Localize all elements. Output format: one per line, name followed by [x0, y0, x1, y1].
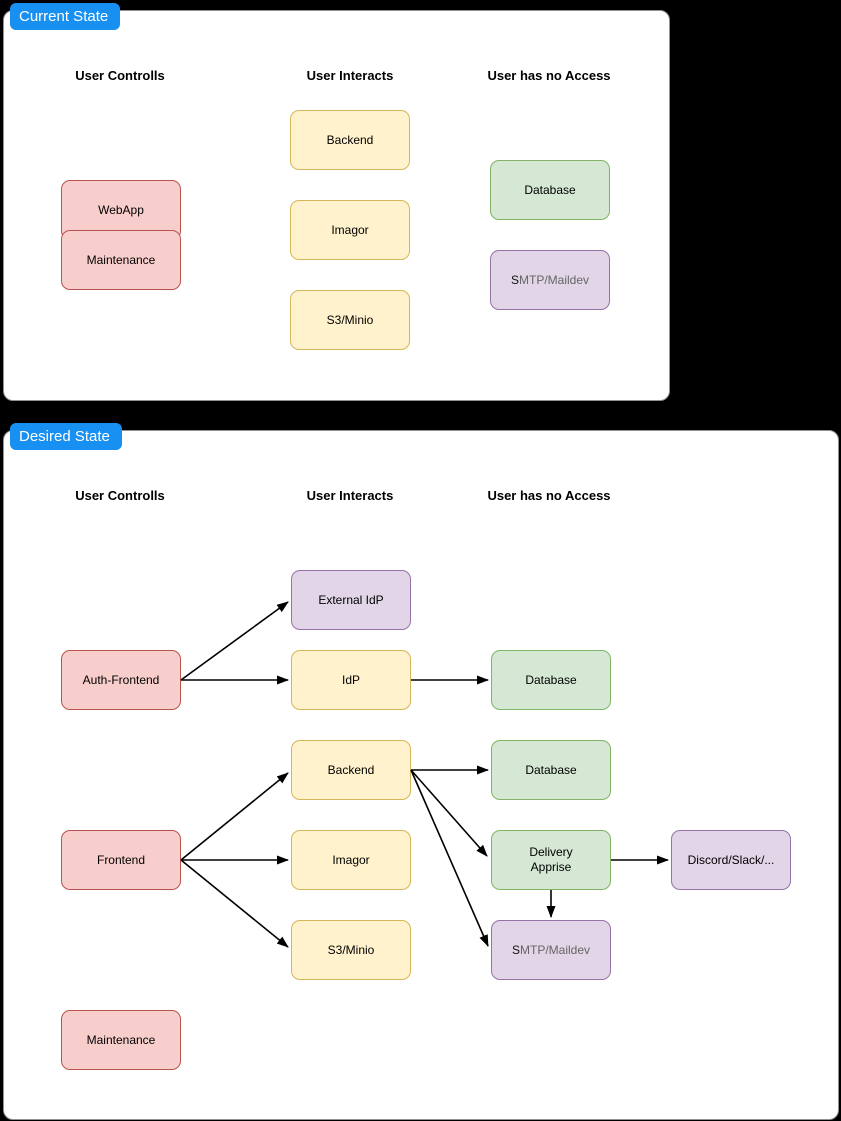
- node-backend: Backend: [291, 740, 411, 800]
- node-label: Imagor: [332, 852, 370, 867]
- node-s3-minio: S3/Minio: [291, 920, 411, 980]
- node-maintenance: Maintenance: [61, 230, 181, 290]
- node-label: S3/Minio: [326, 312, 374, 327]
- node-label: Database: [525, 762, 577, 777]
- node-label: Database: [524, 182, 576, 197]
- node-database-backend: Database: [491, 740, 611, 800]
- header-user-controls: User Controlls: [75, 488, 165, 503]
- node-s3-minio: S3/Minio: [290, 290, 410, 350]
- node-label: IdP: [341, 672, 360, 687]
- node-label-line2: Apprise: [530, 860, 572, 874]
- header-user-interacts: User Interacts: [306, 68, 394, 83]
- node-database-idp: Database: [491, 650, 611, 710]
- node-label: External IdP: [318, 592, 384, 607]
- node-imagor: Imagor: [290, 200, 410, 260]
- header-user-no-access: User has no Access: [487, 488, 611, 503]
- node-auth-frontend: Auth-Frontend: [61, 650, 181, 710]
- node-label: SMTP/Maildev: [510, 272, 590, 287]
- node-label: Discord/Slack/...: [687, 852, 775, 867]
- current-state-tab: Current State: [10, 3, 121, 30]
- node-label: Frontend: [96, 852, 146, 867]
- node-label: Maintenance: [86, 252, 156, 267]
- node-label: S3/Minio: [327, 942, 375, 957]
- node-frontend: Frontend: [61, 830, 181, 890]
- node-discord-slack: Discord/Slack/...: [671, 830, 791, 890]
- header-user-controls: User Controlls: [75, 68, 165, 83]
- node-maintenance: Maintenance: [61, 1010, 181, 1070]
- node-database: Database: [490, 160, 610, 220]
- node-label: SMTP/Maildev: [511, 942, 591, 957]
- node-label: Maintenance: [86, 1032, 156, 1047]
- node-label: Imagor: [331, 222, 369, 237]
- node-smtp-maildev: SMTP/Maildev: [490, 250, 610, 310]
- node-label: Backend: [326, 132, 374, 147]
- node-label: Database: [525, 672, 577, 687]
- node-smtp-maildev: SMTP/Maildev: [491, 920, 611, 980]
- node-label: Backend: [327, 762, 375, 777]
- node-label: WebApp: [98, 202, 144, 217]
- node-imagor: Imagor: [291, 830, 411, 890]
- node-idp: IdP: [291, 650, 411, 710]
- node-backend: Backend: [290, 110, 410, 170]
- node-label-line1: Delivery: [529, 845, 573, 859]
- node-external-idp: External IdP: [291, 570, 411, 630]
- header-user-no-access: User has no Access: [487, 68, 611, 83]
- node-delivery-apprise: Delivery Apprise: [491, 830, 611, 890]
- node-label: Auth-Frontend: [82, 672, 160, 687]
- header-user-interacts: User Interacts: [306, 488, 394, 503]
- desired-state-tab: Desired State: [10, 423, 122, 450]
